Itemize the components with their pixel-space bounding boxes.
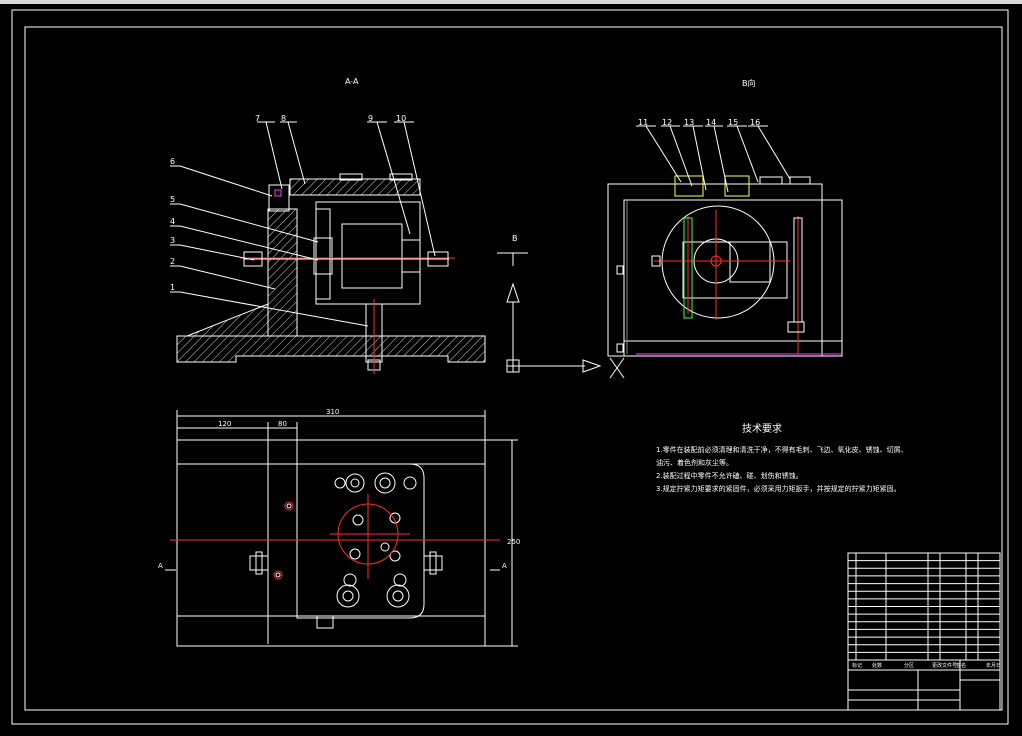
clamp-jaw-left	[315, 208, 331, 300]
plan-bolts	[273, 472, 417, 608]
direction-arrow-b: B	[497, 234, 625, 379]
part-16-label: 16	[750, 118, 760, 127]
part-10-label: 10	[396, 114, 406, 123]
direction-label: B	[512, 234, 518, 243]
view-b-large-circle	[661, 205, 775, 319]
title-block-header: 更改文件号	[932, 662, 957, 669]
part-6-block	[268, 184, 290, 212]
clamp-inner	[341, 223, 403, 289]
part-1-label: 1	[170, 283, 175, 292]
title-block-header: 分区	[904, 662, 914, 669]
part-9-label: 9	[368, 114, 373, 123]
title-block-header: 签名	[956, 662, 966, 669]
rod-right-nut	[427, 251, 449, 267]
dim-sub-2: 80	[278, 420, 287, 428]
sheet-inner-border	[24, 26, 1003, 711]
dim-sub-1: 120	[218, 420, 231, 428]
vertical-support	[267, 208, 298, 337]
part-6-highlight	[274, 189, 282, 197]
tech-line-4: 3.规定拧紧力矩要求的紧固件，必须采用力矩扳手，并按规定的拧紧力矩紧固。	[656, 484, 901, 493]
view-b-outer	[607, 183, 823, 357]
part-12-label: 12	[662, 118, 672, 127]
part-6-label: 6	[170, 157, 175, 166]
tech-line-3: 2.装配过程中零件不允许磕、碰、划伤和锈蚀。	[656, 471, 803, 480]
top-plate	[289, 178, 421, 196]
part-7-label: 7	[255, 114, 260, 123]
parts-list-rows	[848, 560, 1000, 653]
part-13-label: 13	[684, 118, 694, 127]
part-8-label: 8	[281, 114, 286, 123]
clamp-nut	[401, 239, 421, 273]
clamp-disk	[313, 237, 333, 275]
plan-base-outline	[176, 439, 486, 647]
part-5-label: 5	[170, 195, 175, 204]
view-b-title: B向	[742, 78, 756, 88]
title-block-header: 处数	[872, 662, 882, 669]
drawing-sheet: A-A	[11, 9, 1009, 725]
part-4-label: 4	[170, 217, 175, 226]
plan-view: 310 120 80 250	[158, 408, 520, 647]
view-b-top-block-1	[674, 175, 704, 197]
dim-overall-height: 250	[507, 538, 520, 546]
base-plate	[176, 335, 486, 363]
part-15-label: 15	[728, 118, 738, 127]
tech-line-2: 油污、着色剂和灰尘等。	[656, 458, 733, 467]
plan-mark-right: A	[502, 562, 507, 570]
rod-left-nut	[243, 251, 263, 267]
part-11-label: 11	[638, 118, 648, 127]
view-b: B向 11 12 13	[607, 78, 843, 357]
view-b-frame	[623, 199, 843, 357]
part-14-label: 14	[706, 118, 716, 127]
part-2-label: 2	[170, 257, 175, 266]
top-bolt-head-2	[389, 173, 413, 181]
leaders-left-view	[170, 121, 436, 327]
window-top-strip	[0, 0, 1022, 4]
leaders-view-b	[636, 125, 791, 193]
part-3-label: 3	[170, 236, 175, 245]
top-bolt-head-1	[339, 173, 363, 181]
plan-body-outline	[296, 463, 425, 619]
sheet-outer-border	[11, 9, 1009, 725]
tech-title: 技术要求	[742, 422, 782, 435]
title-block-header: 标记	[852, 662, 862, 669]
plan-mark-left: A	[158, 562, 163, 570]
support-rib	[186, 303, 269, 337]
tech-line-1: 1.零件在装配前必须清理和清洗干净，不得有毛刺、飞边、氧化皮、锈蚀、切屑、	[656, 445, 908, 454]
dim-overall-width: 310	[326, 408, 339, 416]
cad-drawing-canvas: A-A	[0, 4, 1022, 732]
section-view-aa: A-A	[170, 77, 486, 374]
view-b-top-block-2	[724, 175, 750, 197]
tech-requirements: 技术要求 1.零件在装配前必须清理和清洗干净，不得有毛刺、飞边、氧化皮、锈蚀、切…	[656, 422, 908, 493]
title-block-header: 年月日	[986, 662, 1001, 669]
section-title: A-A	[345, 77, 359, 86]
